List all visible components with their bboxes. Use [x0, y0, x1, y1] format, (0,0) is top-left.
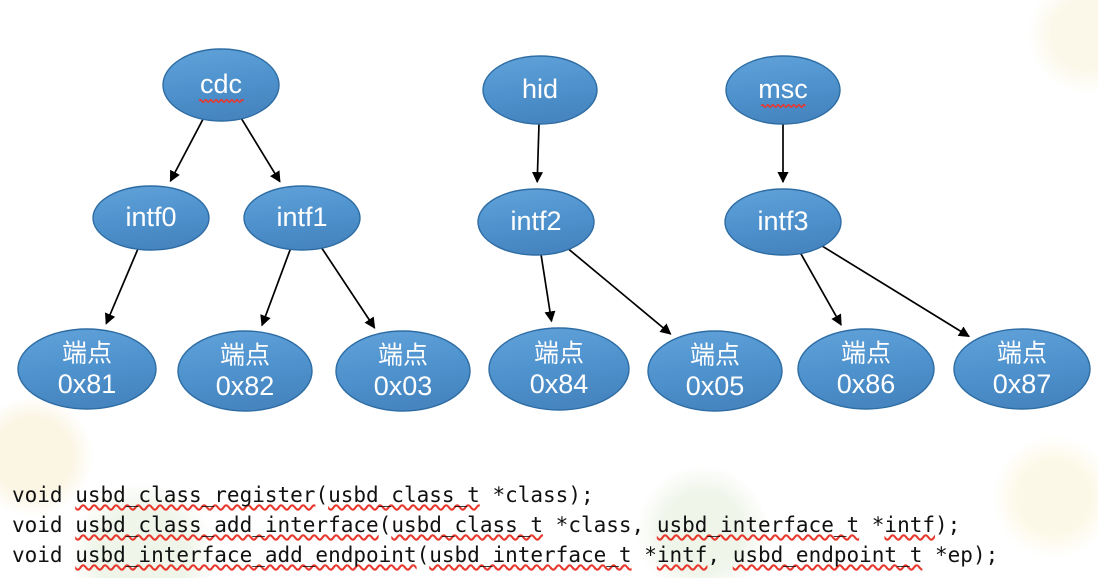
node-label-top-ep05: 端点 — [690, 342, 740, 370]
node-shape-ep81 — [17, 328, 157, 410]
node-label-intf0: intf0 — [125, 202, 176, 232]
code-token-2-3: ( — [378, 513, 392, 537]
edge-cdc-to-intf0 — [169, 118, 204, 183]
node-shape-intf2 — [477, 188, 595, 256]
code-token-3-9: *ep); — [922, 543, 999, 567]
node-shape-cdc — [162, 48, 280, 122]
node-label-top-ep03: 端点 — [378, 342, 428, 370]
code-line-1: void usbd_class_register(usbd_class_t *c… — [12, 480, 1098, 510]
code-line-2: void usbd_class_add_interface(usbd_class… — [12, 510, 1098, 540]
node-label-bottom-ep05: 0x05 — [686, 371, 745, 401]
node-intf1[interactable]: intf1 — [243, 185, 361, 251]
node-shape-ep86 — [797, 328, 935, 410]
node-label-msc: msc — [758, 74, 808, 104]
node-shape-ep84 — [488, 327, 630, 411]
code-token-1-2: usbd_class_register — [75, 483, 316, 507]
code-token-3-6: intf — [656, 543, 708, 567]
node-label-top-ep81: 端点 — [62, 340, 112, 368]
node-hid[interactable]: hid — [482, 55, 598, 125]
node-shape-ep03 — [335, 330, 471, 412]
code-block[interactable]: void usbd_class_register(usbd_class_t *c… — [0, 470, 1098, 578]
code-token-2-5: *class, — [543, 513, 657, 537]
node-label-bottom-ep81: 0x81 — [58, 369, 117, 399]
edge-intf1-to-ep03 — [321, 247, 376, 329]
node-msc[interactable]: msc — [725, 55, 841, 125]
code-token-2-1: void — [12, 513, 76, 537]
code-token-1-4: usbd_class_t — [328, 483, 480, 507]
node-label-intf3: intf3 — [757, 206, 808, 236]
node-shape-ep05 — [647, 330, 783, 412]
node-label-intf1: intf1 — [276, 202, 327, 232]
code-token-2-4: usbd_class_t — [391, 513, 544, 537]
code-token-2-9: ); — [935, 513, 961, 537]
node-intf3[interactable]: intf3 — [724, 188, 842, 256]
edge-intf2-to-ep84 — [540, 254, 556, 323]
code-token-3-3: ( — [416, 543, 430, 567]
node-label-bottom-ep87: 0x87 — [993, 369, 1052, 399]
edge-intf0-to-ep81 — [104, 248, 139, 325]
node-label-bottom-ep03: 0x03 — [374, 371, 433, 401]
code-token-3-4: usbd_interface_t — [429, 543, 632, 567]
node-intf2[interactable]: intf2 — [477, 188, 595, 256]
edge-intf3-to-ep87 — [821, 245, 970, 338]
spellcheck-underline-msc — [760, 104, 807, 108]
edge-hid-to-intf2 — [531, 123, 544, 184]
node-shape-intf1 — [243, 185, 361, 251]
code-line-3: void usbd_interface_add_endpoint(usbd_in… — [12, 540, 1098, 570]
spellcheck-underline-cdc — [198, 99, 245, 103]
code-token-1-1: void — [12, 483, 76, 507]
edge-intf1-to-ep82 — [260, 249, 292, 327]
node-label-cdc: cdc — [200, 69, 242, 99]
edge-intf3-to-ep86 — [799, 252, 842, 326]
code-token-3-1: void — [12, 543, 76, 567]
code-token-2-7: * — [859, 513, 885, 537]
node-shape-intf3 — [724, 188, 842, 256]
code-token-2-2: usbd_class_add_interface — [75, 513, 379, 537]
node-label-bottom-ep84: 0x84 — [530, 369, 589, 399]
node-shape-msc — [725, 55, 841, 125]
edge-cdc-to-intf1 — [240, 118, 281, 183]
node-label-intf2: intf2 — [510, 206, 561, 236]
edge-intf2-to-ep05 — [568, 248, 672, 335]
code-token-2-6: usbd_interface_t — [656, 513, 860, 537]
node-shape-intf0 — [92, 185, 210, 251]
node-label-top-ep84: 端点 — [534, 340, 584, 368]
node-label-hid: hid — [522, 74, 558, 104]
node-shape-ep87 — [953, 328, 1091, 410]
node-label-top-ep86: 端点 — [841, 340, 891, 368]
code-token-3-7: , — [707, 543, 733, 567]
code-token-3-2: usbd_interface_add_endpoint — [75, 543, 417, 567]
code-token-3-8: usbd_endpoint_t — [732, 543, 923, 567]
node-label-bottom-ep82: 0x82 — [216, 371, 275, 401]
node-shape-ep82 — [177, 330, 313, 412]
node-label-bottom-ep86: 0x86 — [837, 369, 896, 399]
edges-layer — [104, 118, 970, 338]
code-token-3-5: * — [631, 543, 657, 567]
node-label-top-ep87: 端点 — [997, 340, 1047, 368]
code-token-1-5: *class); — [479, 483, 594, 507]
code-token-1-3: ( — [315, 483, 329, 507]
code-token-2-8: intf — [884, 513, 935, 537]
node-label-top-ep82: 端点 — [220, 342, 270, 370]
node-cdc[interactable]: cdc — [162, 48, 280, 122]
node-intf0[interactable]: intf0 — [92, 185, 210, 251]
node-shape-hid — [482, 55, 598, 125]
